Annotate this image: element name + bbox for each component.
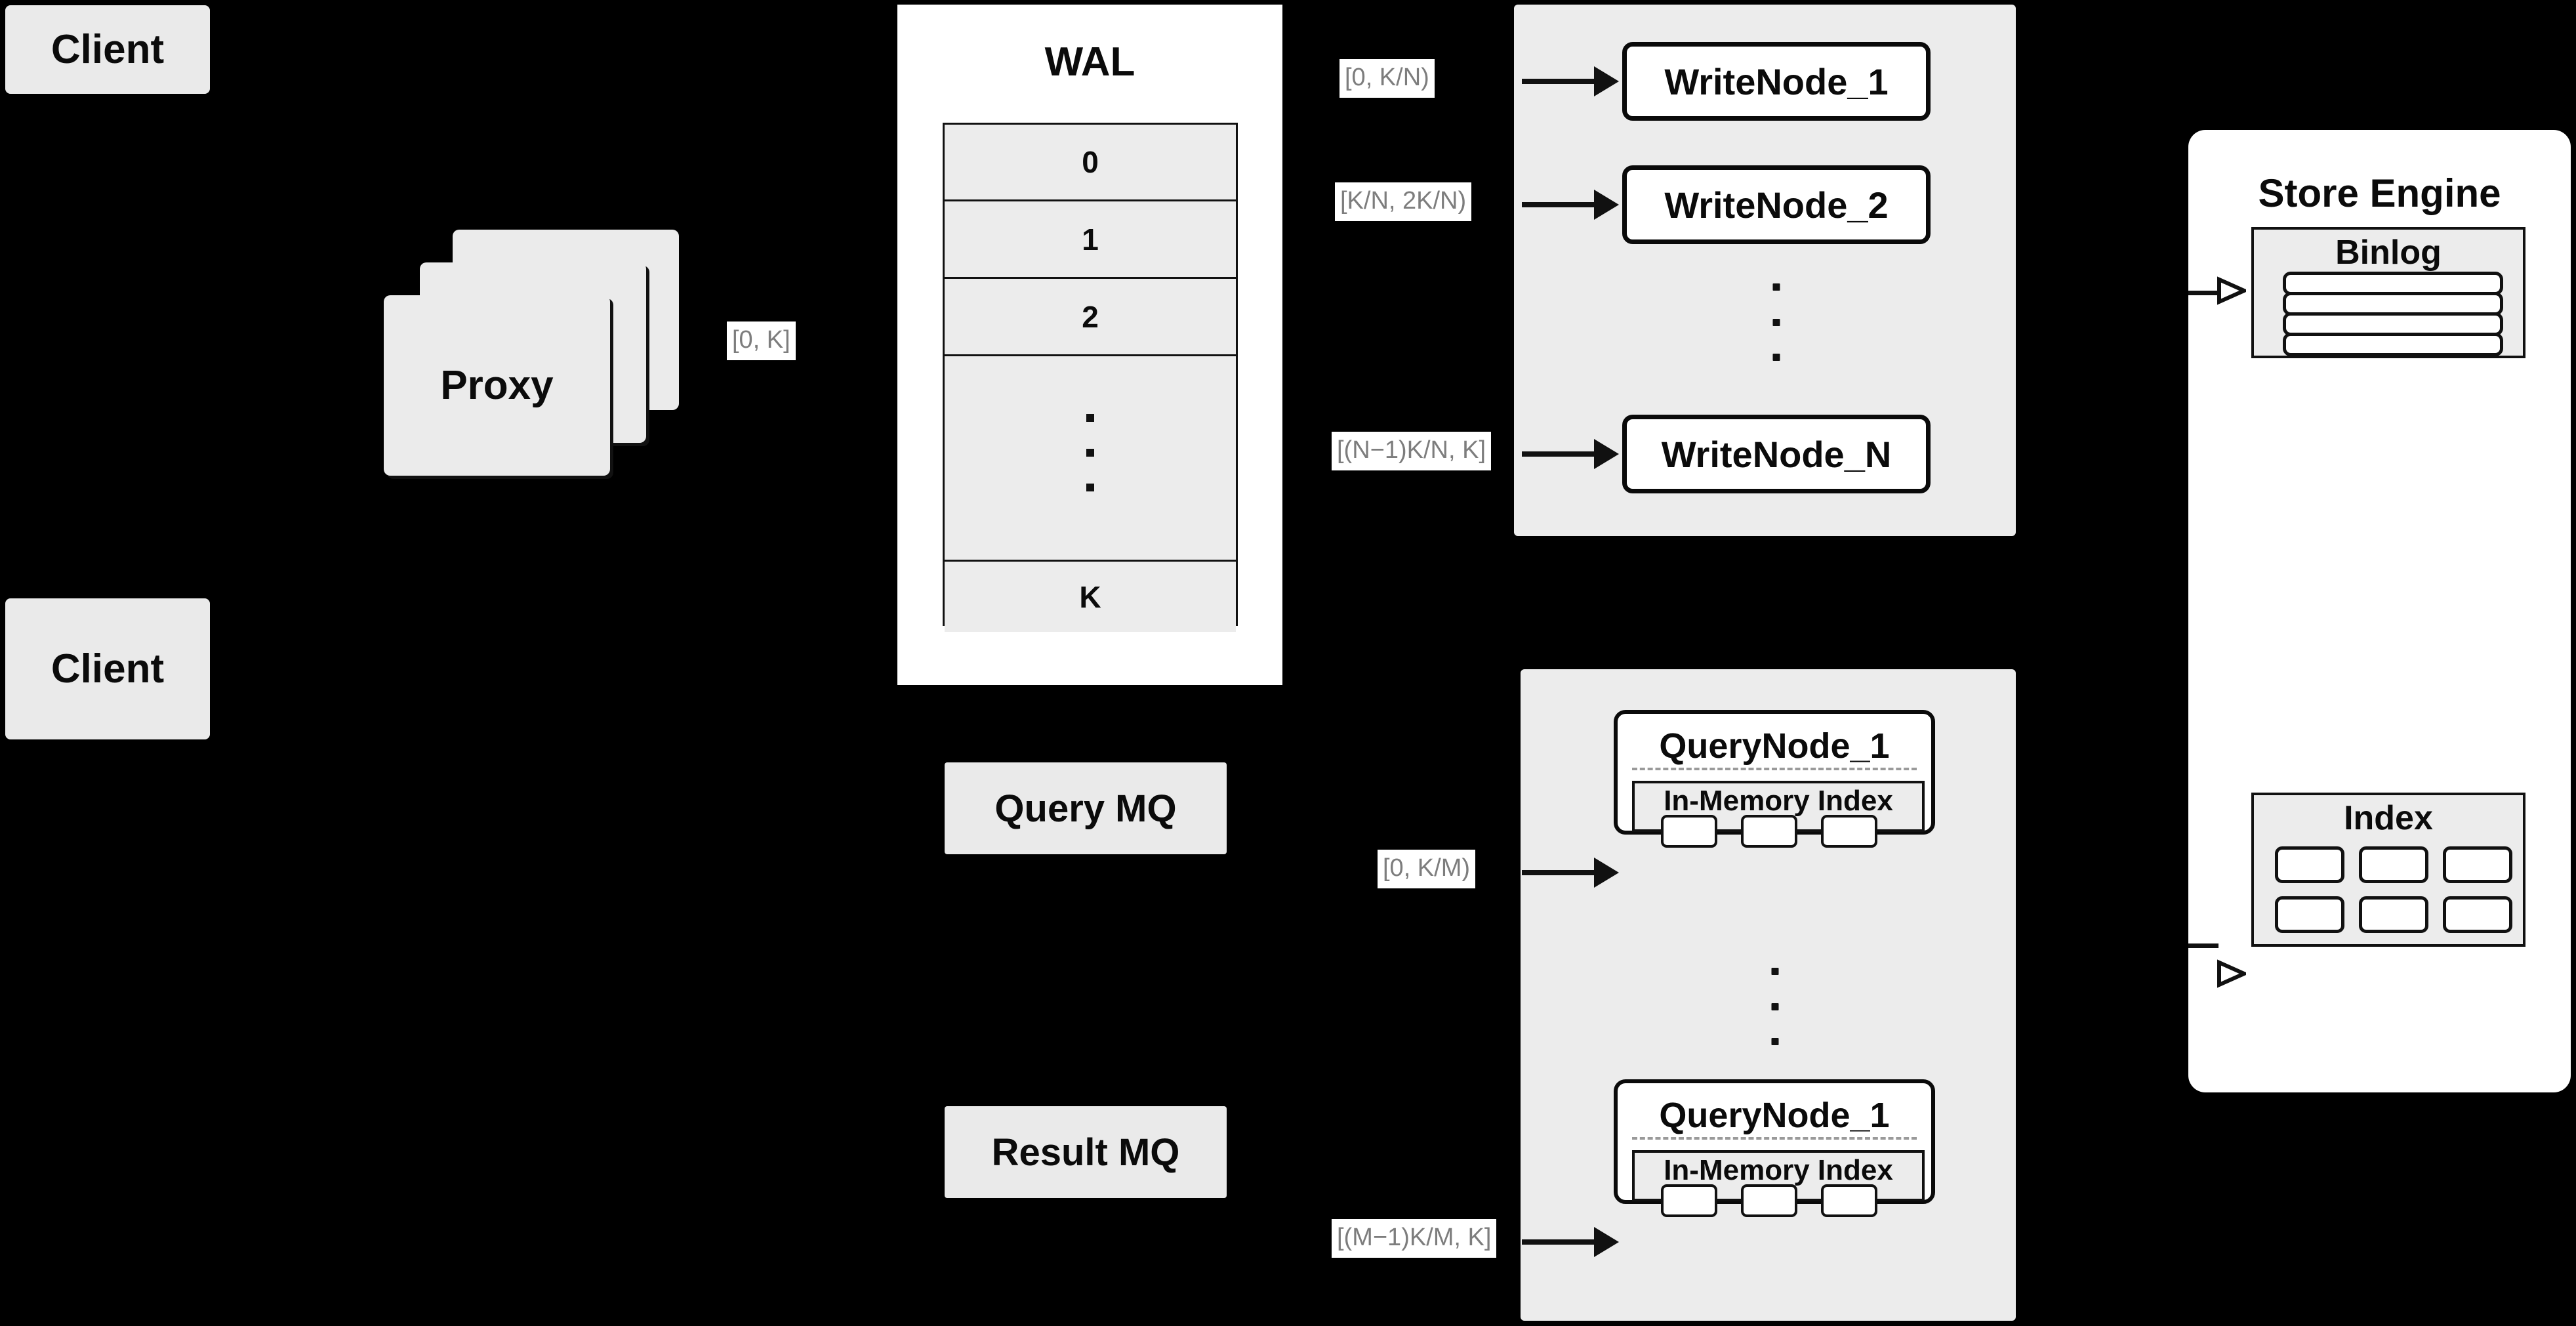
write-node-n[interactable]: WriteNode_N: [1622, 415, 1931, 493]
query-node-1-label: QueryNode_1: [1659, 726, 1890, 766]
index-cell: [2275, 896, 2344, 933]
index-cell: [2443, 846, 2512, 883]
index-cell-grid: [2275, 846, 2512, 933]
result-mq-box[interactable]: Result MQ: [945, 1106, 1227, 1198]
write-edge-1-line: [1522, 79, 1594, 84]
wal-row: 2: [945, 279, 1236, 356]
index-cell-row: [2275, 896, 2512, 933]
index-cell: [1741, 815, 1797, 848]
binlog-bar: [2283, 333, 2503, 356]
index-cell: [2275, 846, 2344, 883]
binlog-edge-line: [2188, 291, 2218, 295]
index-cell: [1821, 1184, 1877, 1217]
index-cell: [1661, 1184, 1717, 1217]
index-cell: [1741, 1184, 1797, 1217]
index-cell-row: [2275, 846, 2512, 883]
binlog-box[interactable]: Binlog: [2251, 227, 2525, 358]
query-edge-1-line: [1522, 870, 1594, 875]
query-node-m-index-cells: [1661, 1184, 1877, 1217]
index-cell: [1821, 815, 1877, 848]
wal-vertical-ellipsis: [1086, 414, 1094, 491]
index-edge-line: [2188, 943, 2218, 948]
query-node-1-index-cells: [1661, 815, 1877, 848]
query-node-m-index-title: In-Memory Index: [1664, 1154, 1893, 1186]
query-node-m-range-label: [(M−1)K/M, K]: [1332, 1219, 1497, 1258]
query-node-m-separator: [1632, 1137, 1917, 1140]
write-node-1[interactable]: WriteNode_1: [1622, 42, 1931, 121]
client-box-1[interactable]: Client: [5, 5, 210, 94]
index-cell: [2359, 846, 2428, 883]
query-node-1-inmemory-index: In-Memory Index: [1632, 781, 1925, 848]
client-label-1: Client: [51, 27, 165, 72]
query-cluster-vertical-ellipsis: [1771, 968, 1779, 1045]
index-edge-arrowhead: [2217, 959, 2246, 989]
query-mq-box[interactable]: Query MQ: [945, 762, 1227, 854]
query-edge-1-arrowhead: [1594, 858, 1619, 888]
wal-row-ellipsis: [945, 356, 1236, 562]
wal-panel: WAL 0 1 2 K: [897, 5, 1282, 685]
binlog-edge-arrowhead: [2217, 276, 2246, 306]
client-box-2[interactable]: Client: [5, 598, 210, 739]
wal-row: 0: [945, 125, 1236, 201]
store-engine-title: Store Engine: [2258, 171, 2501, 215]
index-box[interactable]: Index: [2251, 793, 2525, 947]
query-edge-m-line: [1522, 1239, 1594, 1245]
client-label-2: Client: [51, 646, 165, 692]
write-edge-n-line: [1522, 451, 1594, 457]
wal-title: WAL: [1044, 39, 1135, 85]
write-edge-2-line: [1522, 202, 1594, 207]
write-edge-n-arrowhead: [1594, 439, 1619, 469]
index-cell: [1661, 815, 1717, 848]
index-cell: [2443, 896, 2512, 933]
wal-table: 0 1 2 K: [943, 123, 1238, 632]
write-node-1-label: WriteNode_1: [1664, 60, 1889, 102]
write-edge-2-arrowhead: [1594, 190, 1619, 220]
wal-row: 1: [945, 201, 1236, 279]
write-node-1-range-label: [0, K/N): [1339, 59, 1435, 98]
wal-row: K: [945, 562, 1236, 632]
binlog-title: Binlog: [2335, 234, 2442, 272]
write-node-2[interactable]: WriteNode_2: [1622, 165, 1931, 244]
write-node-n-label: WriteNode_N: [1661, 433, 1892, 475]
write-node-2-range-label: [K/N, 2K/N): [1335, 182, 1472, 221]
query-node-1[interactable]: QueryNode_1 In-Memory Index: [1614, 710, 1935, 848]
query-node-m-inmemory-index: In-Memory Index: [1632, 1150, 1925, 1217]
proxy-range-label: [0, K]: [727, 321, 796, 360]
query-edge-m-arrowhead: [1594, 1227, 1619, 1257]
query-node-1-range-label: [0, K/M): [1378, 850, 1476, 888]
binlog-bars: [2283, 272, 2503, 356]
result-mq-label: Result MQ: [991, 1130, 1180, 1174]
query-node-1-index-title: In-Memory Index: [1664, 785, 1893, 817]
write-node-2-label: WriteNode_2: [1664, 184, 1889, 226]
query-node-m-label: QueryNode_1: [1659, 1096, 1890, 1135]
proxy-label: Proxy: [440, 363, 554, 408]
query-node-cluster: QueryNode_1 In-Memory Index QueryNode_1 …: [1521, 669, 2016, 1321]
query-node-1-separator: [1632, 768, 1917, 770]
write-edge-1-arrowhead: [1594, 66, 1619, 96]
write-node-n-range-label: [(N−1)K/N, K]: [1332, 432, 1491, 470]
query-node-m[interactable]: QueryNode_1 In-Memory Index: [1614, 1079, 1935, 1217]
index-title: Index: [2344, 799, 2433, 837]
index-cell: [2359, 896, 2428, 933]
query-mq-label: Query MQ: [994, 787, 1177, 830]
write-cluster-vertical-ellipsis: [1772, 283, 1780, 361]
store-engine-panel: Store Engine Binlog Index: [2188, 130, 2571, 1092]
proxy-card-front[interactable]: Proxy: [384, 295, 610, 476]
